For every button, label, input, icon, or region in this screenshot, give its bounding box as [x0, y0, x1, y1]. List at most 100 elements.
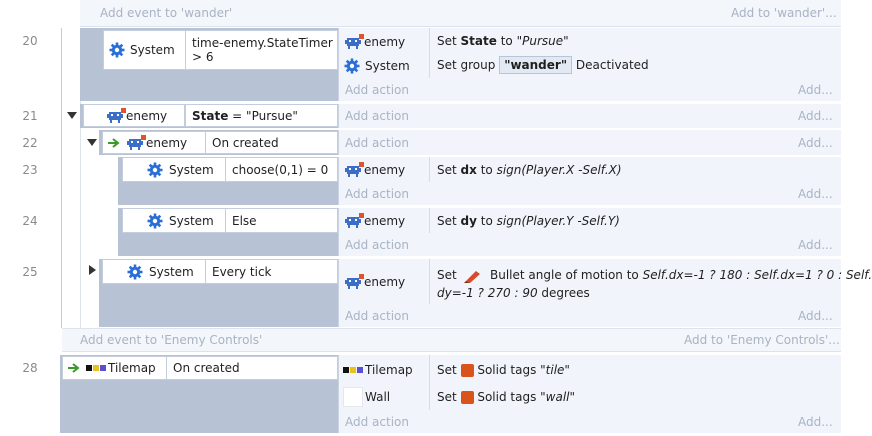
column-separator: [429, 355, 430, 410]
action-value: sign(Player.Y -Self.Y): [496, 214, 620, 228]
add-more-link[interactable]: Add...: [798, 238, 833, 252]
condition-object-tilemap[interactable]: Tilemap: [62, 356, 167, 380]
event-line-number: 22: [22, 136, 38, 150]
action-text: Solid tags: [473, 390, 541, 404]
add-action-link[interactable]: Add action: [345, 109, 409, 123]
add-more-link[interactable]: Add...: [798, 415, 833, 429]
wall-sprite-icon: [343, 387, 363, 407]
gear-icon: [109, 42, 125, 58]
condition-statetimer[interactable]: time-enemy.StateTimer > 6: [185, 30, 338, 70]
action-object-wall[interactable]: Wall: [343, 387, 390, 407]
action-keyword: State: [460, 34, 497, 48]
add-action-link[interactable]: Add action: [345, 415, 409, 429]
gear-icon: [147, 213, 163, 228]
condition-choose[interactable]: choose(0,1) = 0: [225, 157, 338, 182]
add-action-link[interactable]: Add action: [345, 238, 409, 252]
condition-on-created[interactable]: On created: [205, 131, 338, 154]
add-more-link[interactable]: Add...: [798, 136, 833, 150]
action-text: to: [496, 34, 517, 48]
condition-text: choose(0,1) = 0: [232, 162, 329, 177]
action-object-enemy[interactable]: enemy: [344, 162, 405, 178]
condition-object-label: enemy: [146, 135, 188, 150]
condition-object-system[interactable]: System: [122, 208, 226, 233]
action-text: degrees: [537, 286, 590, 300]
action-object-tilemap[interactable]: Tilemap: [343, 363, 413, 377]
condition-text: time-enemy.StateTimer: [192, 36, 333, 50]
add-action-link[interactable]: Add action: [345, 83, 409, 97]
action-text: Set: [437, 214, 461, 228]
column-separator: [429, 157, 430, 182]
column-separator: [429, 28, 430, 78]
add-to-enemy-controls-link[interactable]: Add to 'Enemy Controls'...: [684, 333, 840, 347]
condition-object-system[interactable]: System: [103, 30, 186, 70]
action-keyword: dx: [460, 163, 477, 177]
action-object-enemy[interactable]: enemy: [344, 274, 405, 290]
add-event-wander-link[interactable]: Add event to 'wander': [100, 6, 233, 20]
action-object-label: enemy: [364, 163, 406, 177]
action-object-system[interactable]: System: [344, 58, 410, 74]
action-object-enemy[interactable]: enemy: [344, 34, 405, 50]
action-value: "wall": [540, 390, 576, 404]
condition-else[interactable]: Else: [225, 208, 338, 233]
gear-icon: [344, 58, 360, 74]
action-object-enemy[interactable]: enemy: [344, 213, 405, 229]
action-text: Set: [437, 163, 461, 177]
enemy-sprite-icon: [345, 213, 364, 228]
group-guide-line: [80, 28, 81, 328]
add-more-link[interactable]: Add...: [798, 187, 833, 201]
action-set-solid-tags-wall[interactable]: Set Solid tags "wall": [437, 390, 575, 404]
condition-keyword: State: [192, 108, 229, 123]
condition-text: = "Pursue": [228, 108, 298, 123]
enemy-sprite-icon: [345, 274, 364, 289]
tilemap-icon: [343, 367, 363, 373]
action-keyword: dy: [460, 214, 477, 228]
actions-panel: [338, 157, 841, 205]
add-more-link[interactable]: Add...: [798, 109, 833, 123]
enemy-sprite-icon: [345, 162, 364, 177]
add-to-wander-link[interactable]: Add to 'wander'...: [731, 6, 837, 20]
condition-object-system[interactable]: System: [122, 157, 226, 182]
add-action-link[interactable]: Add action: [345, 187, 409, 201]
condition-object-label: enemy: [126, 108, 168, 123]
condition-compare-state[interactable]: State = "Pursue": [185, 104, 338, 127]
condition-object-enemy[interactable]: enemy: [83, 104, 185, 127]
condition-on-created[interactable]: On created: [166, 356, 338, 380]
add-action-link[interactable]: Add action: [345, 136, 409, 150]
action-value: dy=-1 ? 270 : 90: [437, 286, 538, 300]
action-text: Solid tags: [473, 363, 541, 377]
condition-text: On created: [212, 135, 279, 150]
action-set-solid-tags-tile[interactable]: Set Solid tags "tile": [437, 363, 570, 377]
action-object-label: Tilemap: [365, 363, 413, 377]
action-set-group[interactable]: Set group "wander" Deactivated: [437, 56, 649, 74]
condition-object-enemy[interactable]: enemy: [102, 131, 206, 154]
expand-toggle[interactable]: [89, 265, 96, 275]
collapse-toggle[interactable]: [67, 112, 77, 119]
action-text: Bullet angle of motion to: [486, 268, 643, 282]
action-object-label: Wall: [365, 390, 391, 404]
action-set-state[interactable]: Set State to "Pursue": [437, 34, 569, 48]
condition-object-label: System: [130, 43, 175, 57]
enemy-sprite-icon: [127, 134, 146, 150]
action-set-dy[interactable]: Set dy to sign(Player.Y -Self.Y): [437, 214, 620, 228]
action-text: Set: [437, 34, 461, 48]
add-more-link[interactable]: Add...: [798, 83, 833, 97]
gear-icon: [127, 264, 143, 279]
action-object-label: enemy: [364, 275, 406, 289]
collapse-toggle[interactable]: [87, 139, 97, 146]
tilemap-icon: [86, 365, 106, 371]
action-text: Set: [437, 363, 461, 377]
solid-behavior-icon: [460, 390, 474, 404]
condition-object-system[interactable]: System: [102, 259, 206, 284]
add-action-link[interactable]: Add action: [345, 309, 409, 323]
add-more-link[interactable]: Add...: [798, 309, 833, 323]
action-text: to: [476, 214, 497, 228]
event-line-number: 24: [22, 214, 38, 228]
action-object-label: System: [365, 59, 410, 73]
action-set-bullet-angle[interactable]: Set Bullet angle of motion to Self.dx=-1…: [437, 266, 872, 302]
condition-object-label: Tilemap: [108, 361, 156, 375]
action-set-dx[interactable]: Set dx to sign(Player.X -Self.X): [437, 163, 622, 177]
add-event-enemy-controls-link[interactable]: Add event to 'Enemy Controls': [80, 333, 263, 347]
condition-every-tick[interactable]: Every tick: [205, 259, 338, 284]
action-text: Set: [437, 390, 461, 404]
gear-icon: [147, 162, 163, 177]
